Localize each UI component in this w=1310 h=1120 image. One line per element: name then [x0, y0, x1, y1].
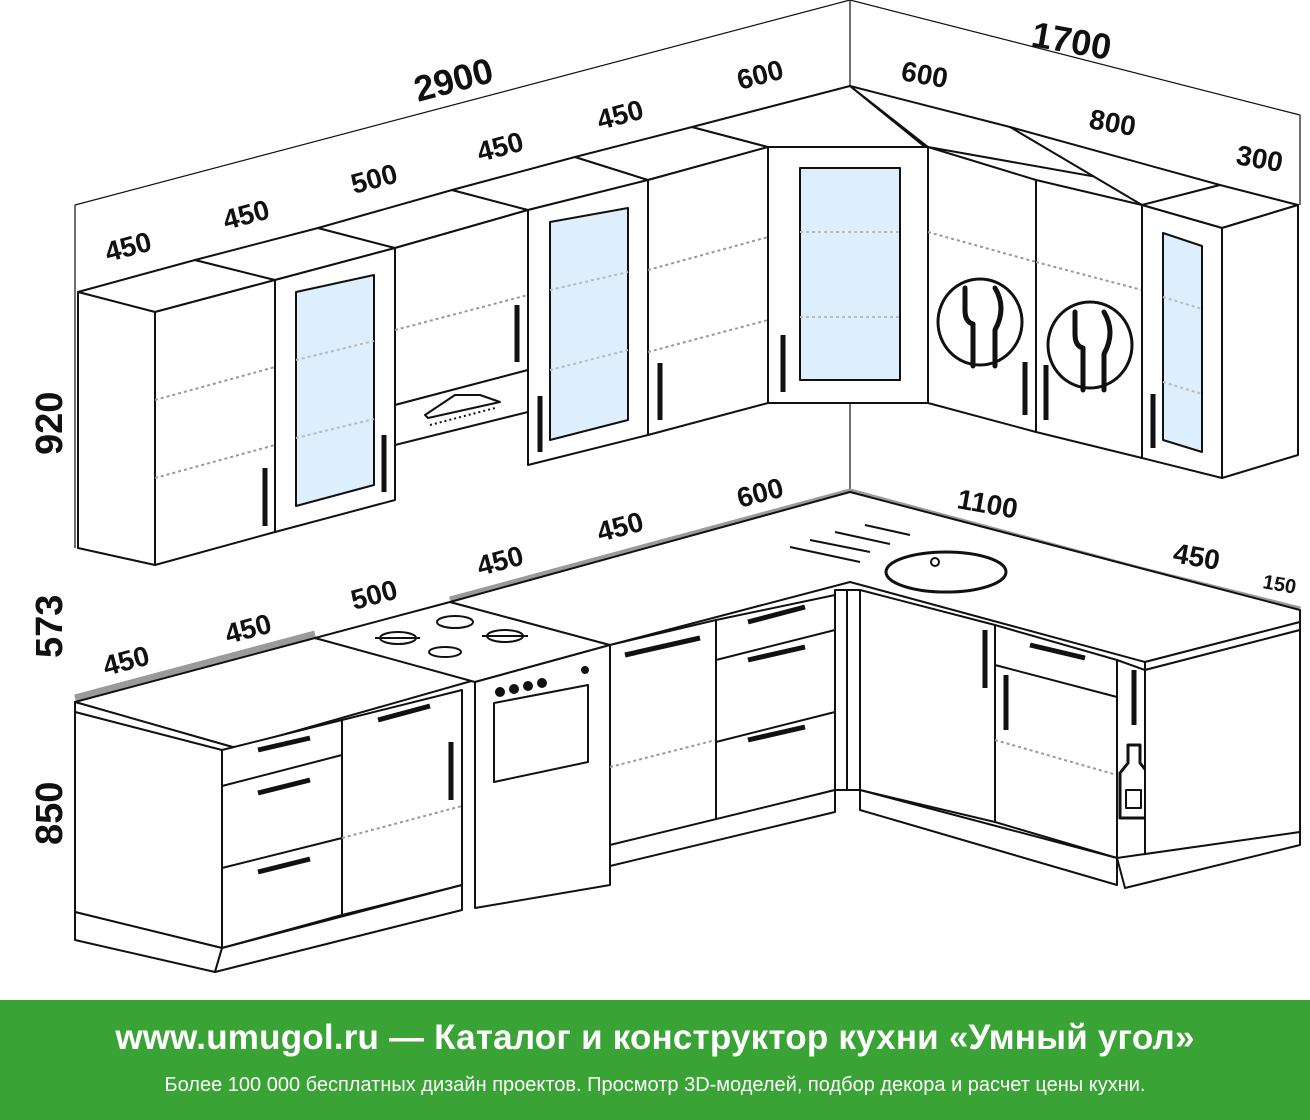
- cutlery-icon: [936, 277, 1024, 369]
- dim-upper-right-1: 600: [899, 55, 950, 94]
- upper-cabinets: [77, 85, 1299, 566]
- oven-icon: [493, 666, 589, 783]
- kitchen-diagram: 2900 1700 450 450 500 450 450 600 600 80…: [29, 0, 1301, 973]
- dim-lower-left-4: 450: [474, 540, 527, 582]
- dim-upper-left-1: 450: [102, 226, 155, 268]
- cutlery-icon: [1046, 300, 1134, 393]
- dim-lower-right-2: 450: [1171, 537, 1222, 576]
- dim-upper-left-3: 500: [348, 158, 401, 200]
- dim-upper-left-4: 450: [474, 126, 527, 168]
- dim-right-wall-total: 1700: [1029, 14, 1115, 68]
- dim-height-upper: 920: [29, 392, 71, 455]
- dim-height-gap: 573: [29, 595, 71, 658]
- hob-icon: [375, 615, 528, 658]
- dim-lower-left-3: 500: [348, 574, 401, 616]
- dim-lower-left-1: 450: [100, 640, 153, 682]
- dim-lower-right-3: 150: [1261, 571, 1298, 598]
- dim-upper-right-3: 300: [1234, 139, 1285, 178]
- dim-upper-right-2: 800: [1087, 103, 1138, 142]
- dim-lower-left-6: 600: [734, 472, 787, 514]
- dim-lower-right-1: 1100: [955, 483, 1020, 524]
- base-cabinets: [74, 488, 1301, 973]
- hood-icon: [424, 394, 501, 426]
- sink-icon: [789, 524, 1008, 594]
- banner-subtitle: Более 100 000 бесплатных дизайн проектов…: [164, 1074, 1146, 1096]
- footer-banner: www.umugol.ru — Каталог и конструктор ку…: [0, 1000, 1310, 1120]
- dim-left-wall-total: 2900: [409, 49, 497, 109]
- dim-lower-left-5: 450: [594, 506, 647, 548]
- dim-upper-left-5: 450: [594, 94, 647, 136]
- dim-upper-left-2: 450: [220, 194, 273, 236]
- banner-title[interactable]: www.umugol.ru — Каталог и конструктор ку…: [115, 1018, 1195, 1057]
- dim-height-base: 850: [29, 782, 71, 845]
- dim-upper-left-6: 600: [734, 54, 787, 96]
